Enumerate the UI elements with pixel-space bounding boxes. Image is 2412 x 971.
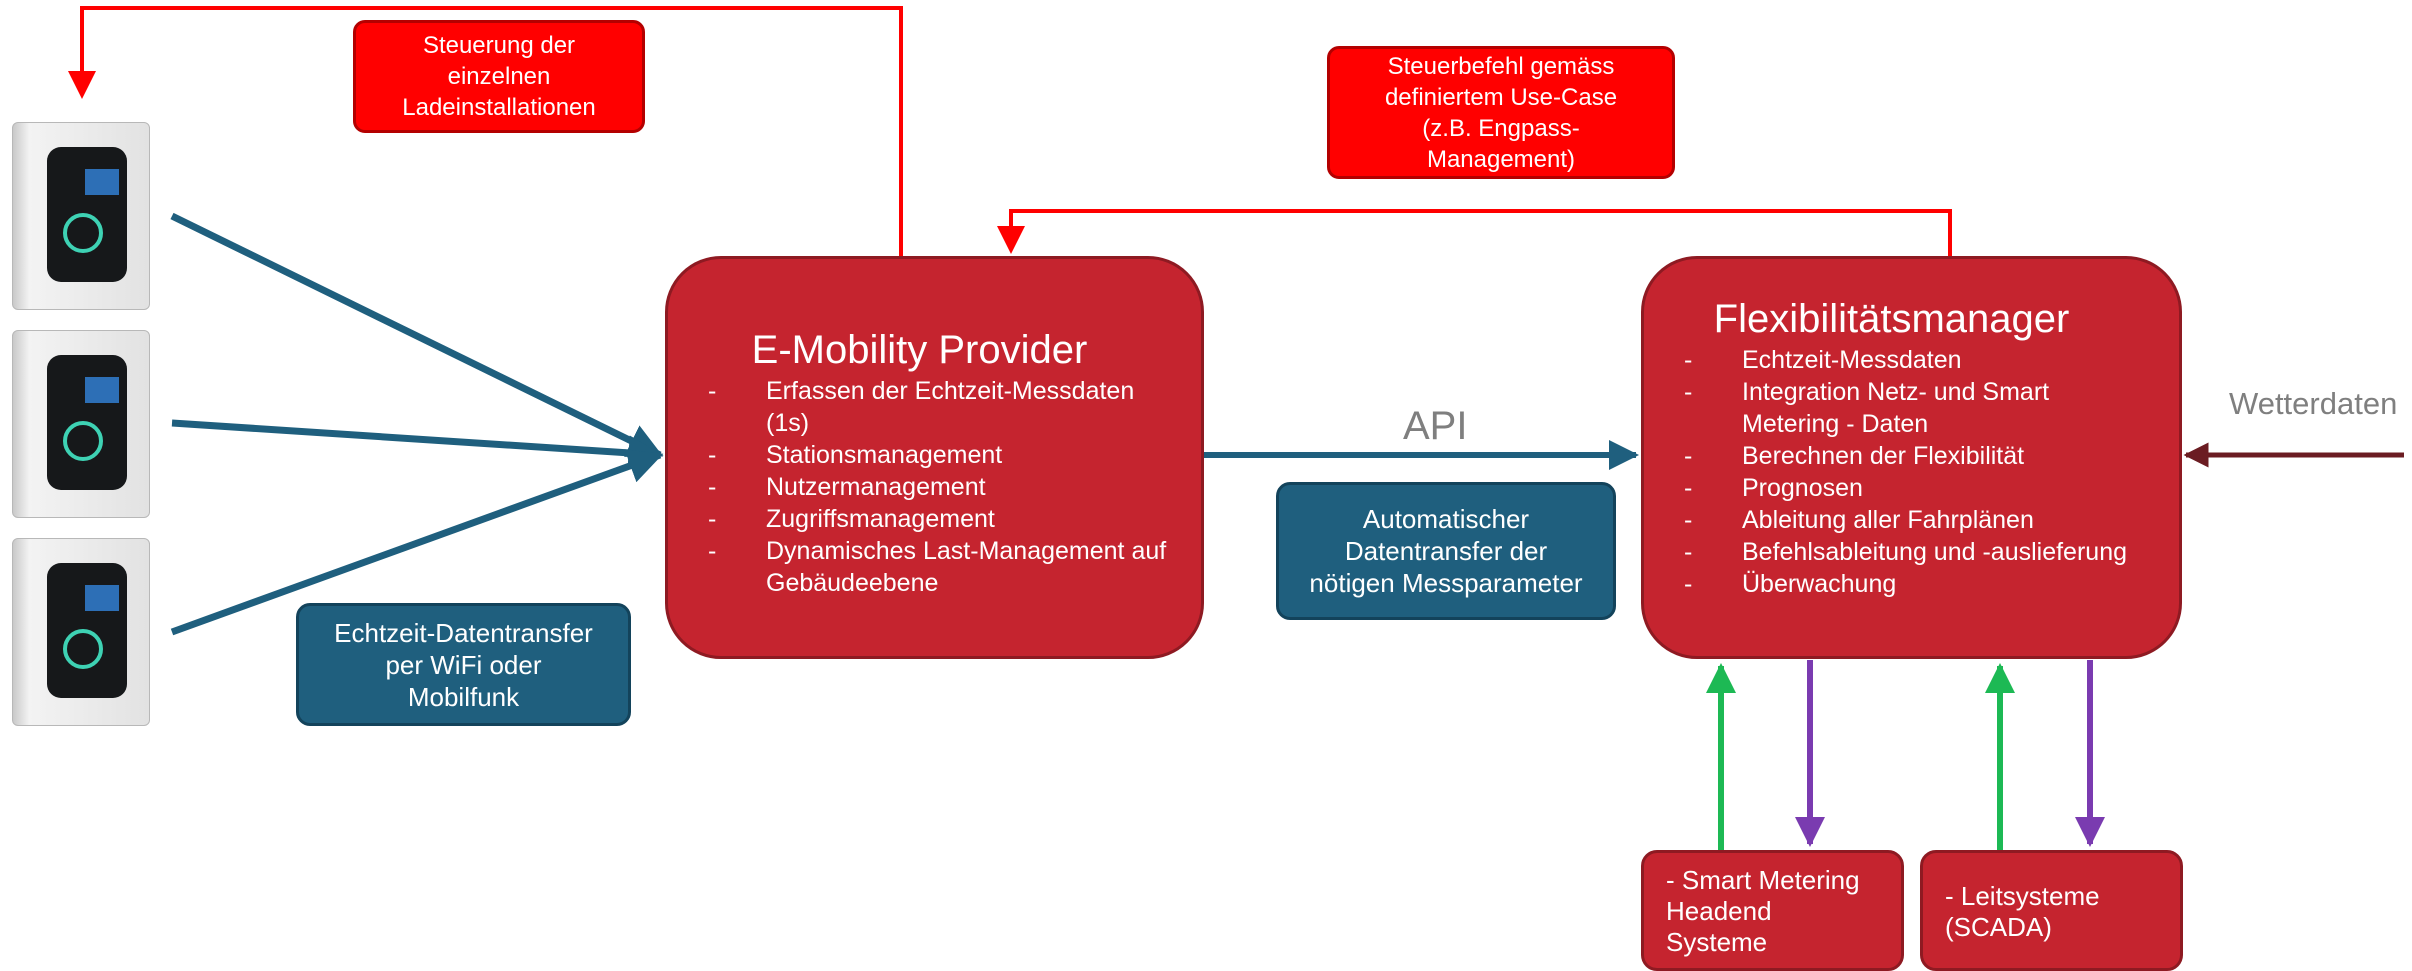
smart-metering-box: - Smart Metering Headend Systeme (1641, 850, 1904, 971)
api-label: API (1403, 404, 1468, 448)
emobility-provider-title: E-Mobility Provider (751, 328, 1088, 372)
flex-item: Befehlsableitung und -auslieferung (1644, 536, 2139, 568)
flex-item: Berechnen der Flexibilität (1644, 440, 2139, 472)
charger-socket-ring (63, 629, 103, 669)
charger-face (47, 563, 127, 698)
control-arrow-to-chargers (68, 6, 903, 256)
flexibility-manager-list: Echtzeit-Messdaten Integration Netz- und… (1644, 344, 2139, 600)
charger-display (85, 377, 119, 403)
data-arrow-charger-2 (171, 419, 664, 471)
charger-socket-ring (63, 213, 103, 253)
flex-item: Überwachung (1644, 568, 2139, 600)
charger-face (47, 147, 127, 282)
flexibility-manager-box: Flexibilitätsmanager Echtzeit-Messdaten … (1641, 256, 2182, 659)
callout-steuerung: Steuerung der einzelnen Ladeinstallation… (353, 20, 645, 133)
charger-socket-ring (63, 421, 103, 461)
data-arrow-charger-1 (170, 212, 664, 459)
emobility-item: Dynamisches Last-Management auf Gebäudee… (668, 535, 1171, 599)
flex-item: Ableitung aller Fahrplänen (1644, 504, 2139, 536)
charging-station-1 (12, 122, 150, 310)
callout-steuerbefehl: Steuerbefehl gemäss definiertem Use-Case… (1327, 46, 1675, 179)
flex-item: Integration Netz- und Smart Metering - D… (1644, 376, 2139, 440)
charging-station-3 (12, 538, 150, 726)
emobility-item: Nutzermanagement (668, 471, 1171, 503)
emobility-provider-list: Erfassen der Echtzeit-Messdaten (1s) Sta… (668, 375, 1171, 599)
charger-display (85, 169, 119, 195)
flex-item: Echtzeit-Messdaten (1644, 344, 2139, 376)
charging-station-2 (12, 330, 150, 518)
charger-face (47, 355, 127, 490)
automatic-datatransfer-box: Automatischer Datentransfer der nötigen … (1276, 482, 1616, 620)
data-arrow-charger-3 (170, 449, 664, 636)
weather-data-label: Wetterdaten (2229, 386, 2398, 421)
flex-item: Prognosen (1644, 472, 2139, 504)
flexibility-manager-title: Flexibilitätsmanager (1713, 297, 2070, 341)
command-arrow-to-emobility (997, 209, 1952, 256)
emobility-item: Stationsmanagement (668, 439, 1171, 471)
scada-box: - Leitsysteme (SCADA) (1920, 850, 2183, 971)
emobility-provider-box: E-Mobility Provider Erfassen der Echtzei… (665, 256, 1204, 659)
realtime-datatransfer-box: Echtzeit-Datentransfer per WiFi oder Mob… (296, 603, 631, 726)
emobility-item: Zugriffsmanagement (668, 503, 1171, 535)
emobility-item: Erfassen der Echtzeit-Messdaten (1s) (668, 375, 1171, 439)
charger-display (85, 585, 119, 611)
